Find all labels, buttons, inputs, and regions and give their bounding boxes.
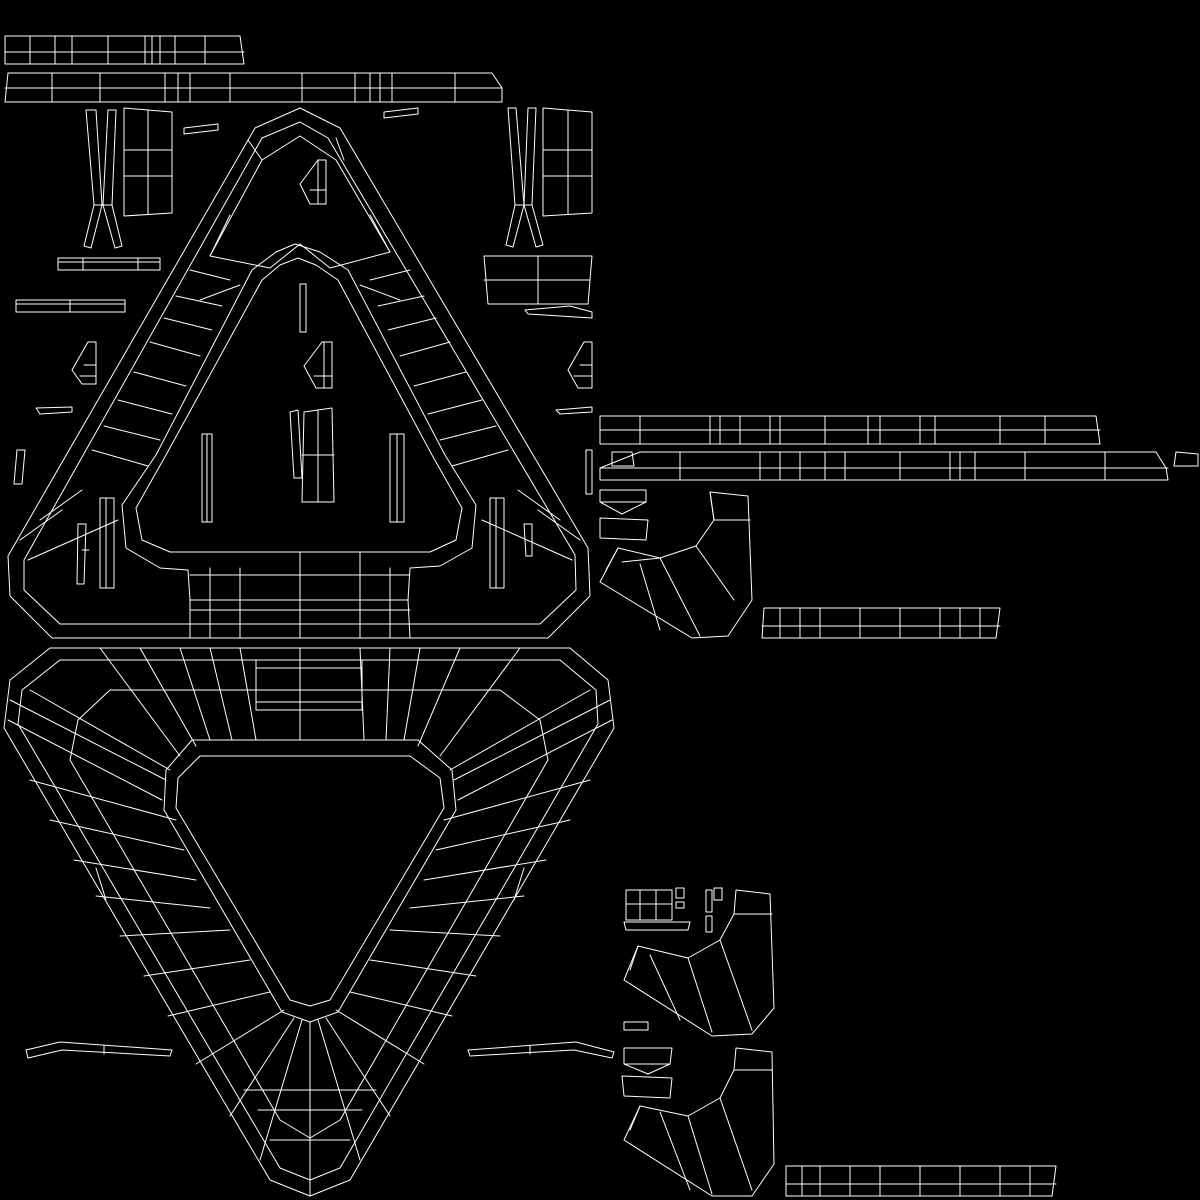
- uv-slant-strips: [25, 1041, 615, 1059]
- uv-pillar-left: [83, 107, 219, 249]
- uv-curve-piece-b: [623, 889, 775, 1037]
- uv-pillar-right: [383, 107, 593, 248]
- uv-strip-bottom-right: [785, 1165, 1057, 1197]
- uv-wireframe: [3, 35, 1199, 1197]
- uv-triangle-lower: [3, 647, 615, 1197]
- uv-small-right-low: [621, 1021, 673, 1099]
- uv-bars-left: [13, 257, 161, 589]
- uv-bars-right: [483, 255, 593, 589]
- uv-small-right-mid: [599, 489, 649, 541]
- uv-strip-right-b: [599, 451, 1199, 481]
- uv-inner-pieces: [201, 159, 405, 523]
- uv-curve-piece-c: [623, 1047, 775, 1197]
- uv-strip-top-b: [4, 72, 503, 103]
- uv-triangle-upper: [7, 107, 591, 639]
- uv-strip-top-a: [4, 35, 245, 65]
- uv-strip-right-c: [761, 607, 1001, 639]
- uv-strip-right-a: [599, 415, 1101, 445]
- uv-small-grid-right: [623, 887, 723, 933]
- uv-curve-piece-a: [599, 491, 753, 639]
